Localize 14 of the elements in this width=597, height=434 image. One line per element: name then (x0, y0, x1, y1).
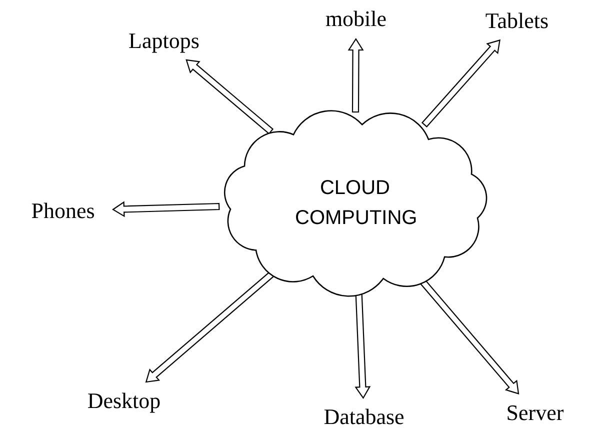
hollow-arrow (186, 59, 274, 134)
device-label: Phones (31, 197, 95, 225)
device-label: Server (506, 399, 564, 427)
cloud-label: CLOUD COMPUTING (295, 176, 415, 230)
hollow-arrow (354, 292, 371, 400)
device-label: Desktop (87, 387, 161, 415)
hollow-arrow (112, 201, 220, 218)
device-label: Laptops (128, 27, 200, 55)
device-label: Tablets (485, 7, 549, 35)
device-label: mobile (325, 5, 387, 33)
hollow-arrow (421, 39, 500, 128)
hollow-arrow (348, 38, 364, 113)
hollow-arrow (145, 271, 274, 383)
device-label: Database (324, 403, 404, 431)
